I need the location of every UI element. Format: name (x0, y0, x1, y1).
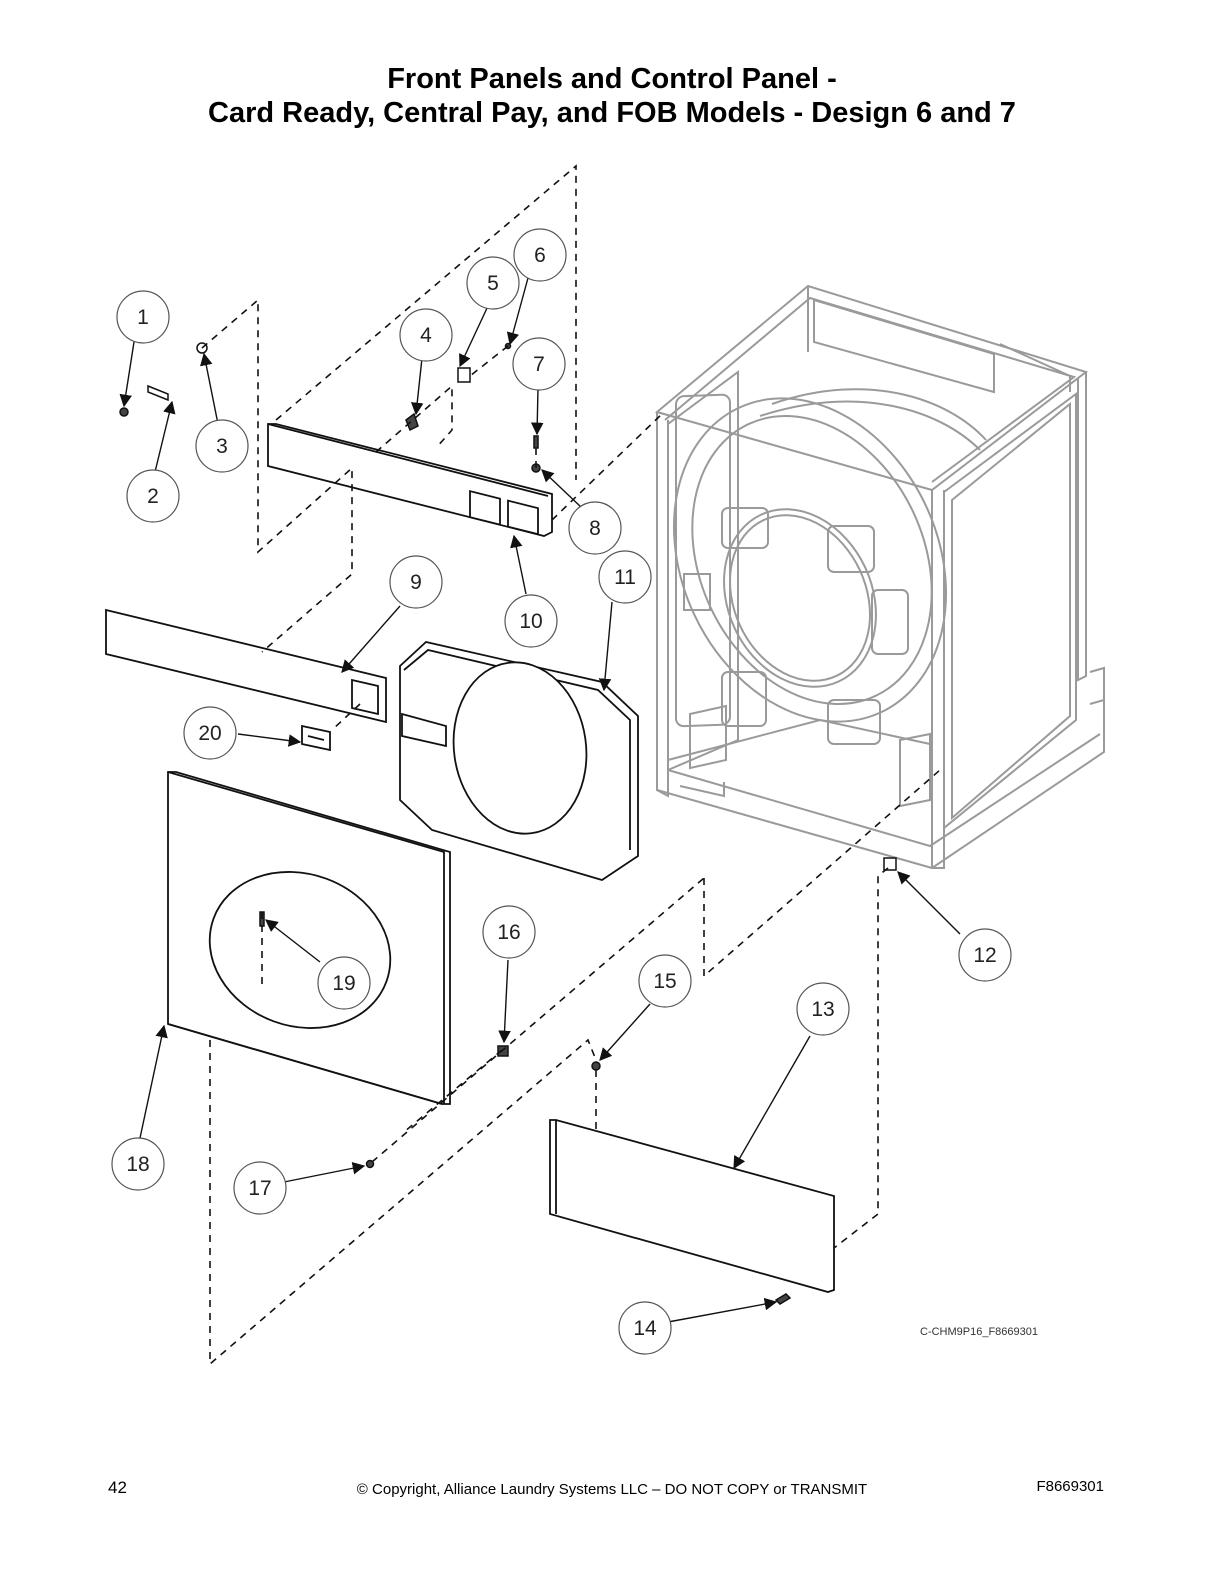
callout-4: 4 (399, 308, 453, 362)
leader-lines (119, 277, 961, 1323)
callout-5: 5 (466, 256, 520, 310)
svg-text:17: 17 (248, 1177, 271, 1200)
part-17-screw (365, 1159, 375, 1169)
svg-text:10: 10 (519, 610, 542, 633)
svg-text:9: 9 (410, 571, 422, 594)
callout-10: 10 (504, 594, 558, 648)
part-1-screw (119, 407, 129, 417)
svg-text:12: 12 (973, 944, 996, 967)
callout-18: 18 (111, 1137, 165, 1191)
svg-text:14: 14 (633, 1317, 657, 1340)
kick-plate (549, 1119, 835, 1293)
part-15-nut (591, 1061, 601, 1071)
callout-16: 16 (482, 905, 536, 959)
svg-text:11: 11 (614, 566, 636, 589)
page-number: 42 (108, 1478, 127, 1497)
assembly-lines (201, 164, 941, 1366)
svg-text:4: 4 (420, 324, 432, 347)
svg-text:13: 13 (811, 998, 834, 1021)
dryer-cabinet (654, 284, 1105, 870)
drawing-id: C-CHM9P16_F8669301 (920, 1326, 1038, 1338)
callout-1: 1 (116, 290, 170, 344)
svg-text:18: 18 (126, 1153, 149, 1176)
parts-drawing (105, 423, 835, 1293)
callout-6: 6 (513, 228, 567, 282)
svg-text:16: 16 (497, 921, 520, 944)
document-number: F8669301 (1036, 1478, 1104, 1495)
part-12-latch (883, 857, 897, 871)
svg-text:15: 15 (653, 970, 676, 993)
svg-text:2: 2 (147, 485, 159, 508)
callout-15: 15 (638, 954, 692, 1008)
svg-text:8: 8 (589, 517, 601, 540)
part-4-connector (405, 412, 419, 432)
svg-text:3: 3 (216, 435, 228, 458)
part-2-clip (147, 384, 169, 402)
callout-12: 12 (958, 928, 1012, 982)
callout-17: 17 (233, 1161, 287, 1215)
part-5-bracket (457, 367, 471, 383)
callout-8: 8 (568, 501, 622, 555)
page-title: Front Panels and Control Panel - Card Re… (0, 62, 1224, 130)
part-16-clip (497, 1045, 509, 1057)
svg-text:20: 20 (198, 722, 221, 745)
part-7-screw (533, 435, 539, 449)
callout-bubbles: 1 2 3 4 5 6 7 8 9 10 11 12 13 14 15 16 1… (111, 228, 1012, 1355)
callout-14: 14 (618, 1301, 672, 1355)
svg-text:7: 7 (533, 353, 545, 376)
hardware (119, 342, 897, 1305)
svg-text:5: 5 (487, 272, 499, 295)
control-overlay (105, 608, 387, 724)
callout-7: 7 (512, 337, 566, 391)
title-line-2: Card Ready, Central Pay, and FOB Models … (208, 97, 1016, 129)
callout-13: 13 (796, 982, 850, 1036)
callout-20: 20 (183, 706, 237, 760)
svg-text:19: 19 (332, 972, 355, 995)
callout-19: 19 (317, 956, 371, 1010)
svg-text:6: 6 (534, 244, 546, 267)
svg-text:1: 1 (137, 306, 149, 329)
callout-3: 3 (195, 419, 249, 473)
callout-9: 9 (389, 555, 443, 609)
part-14-screw (774, 1293, 792, 1305)
copyright-notice: © Copyright, Alliance Laundry Systems LL… (356, 1481, 868, 1498)
callout-11: 11 (598, 550, 652, 604)
title-line-1: Front Panels and Control Panel - (387, 63, 837, 95)
callout-2: 2 (126, 469, 180, 523)
